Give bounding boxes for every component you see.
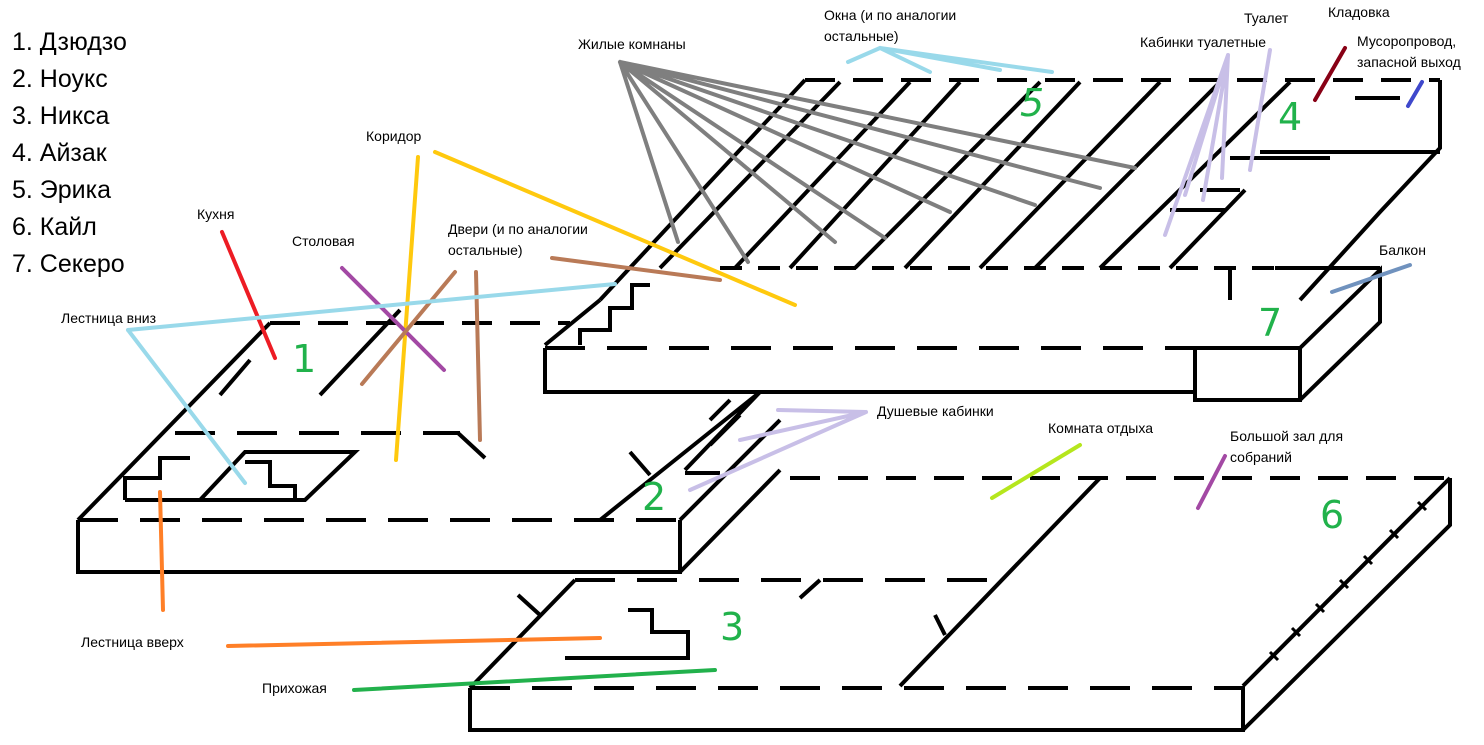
stairs-down-leader xyxy=(126,282,617,485)
label-shower-cabins: Душевые кабинки xyxy=(877,403,994,419)
bottom-floor-left-edge xyxy=(468,578,577,690)
shower-walls xyxy=(685,398,742,475)
label-lounge: Комната отдыха xyxy=(1048,420,1153,436)
bottom-floor-slab-front xyxy=(468,478,1452,732)
room-number-1: 1 xyxy=(292,337,316,381)
stairs-down-steps xyxy=(578,283,650,345)
label-doors: Двери (и по аналогии остальные) xyxy=(448,221,588,258)
middle-floor-left-edge xyxy=(76,321,272,522)
middle-floor-slab-front xyxy=(76,520,682,574)
bottom-floor-hall-inner xyxy=(898,476,1102,688)
living-rooms-leader xyxy=(618,60,1137,264)
top-floor-slab-box xyxy=(1193,346,1302,402)
stairs-up-lower xyxy=(565,608,690,660)
bottom-floor-hall-right xyxy=(1241,476,1452,688)
label-kitchen: Кухня xyxy=(197,206,235,222)
hallway-leader xyxy=(352,668,717,692)
chute-leader xyxy=(1406,80,1424,108)
balcony-leader xyxy=(1330,263,1412,294)
label-toilet: Туалет xyxy=(1244,10,1289,26)
label-living-rooms: Жилые комнаны xyxy=(578,36,686,52)
toilet-block xyxy=(1170,96,1440,300)
bottom-floor-doors xyxy=(516,578,947,636)
leader-lines xyxy=(126,45,1424,692)
room-number-6: 6 xyxy=(1320,493,1344,537)
kitchen-wall xyxy=(218,308,402,397)
middle-door xyxy=(456,431,652,477)
stairs-down-rail xyxy=(543,298,602,347)
label-stairs-up: Лестница вверх xyxy=(81,634,184,650)
label-big-hall: Большой зал для собраний xyxy=(1230,428,1344,465)
legend-item: 2. Ноукс xyxy=(12,65,108,93)
top-floor-slab-front xyxy=(543,348,1195,394)
label-garbage-chute: Мусоропровод, запасной выход xyxy=(1357,33,1461,70)
label-stairs-down: Лестница вниз xyxy=(61,310,157,326)
legend-item: 4. Айзак xyxy=(12,139,107,167)
legend-item: 5. Эрика xyxy=(12,176,112,204)
stairs-up-leader xyxy=(158,490,602,648)
middle-floor-right-edge xyxy=(598,390,762,522)
label-balcony: Балкон xyxy=(1379,242,1426,258)
middle-floor: 1 2 xyxy=(76,308,782,574)
legend-item: 1. Дзюдзо xyxy=(12,28,127,56)
label-windows: Окна (и по аналогии остальные) xyxy=(824,7,957,44)
toilet-leader xyxy=(1163,48,1272,237)
kitchen-leader xyxy=(220,230,277,360)
doors-leader xyxy=(360,256,722,442)
windows-leader xyxy=(846,45,1054,74)
room-number-2: 2 xyxy=(642,475,666,519)
label-hallway: Прихожая xyxy=(262,680,327,696)
resident-legend: 1. Дзюдзо 2. Ноукс 3. Никса 4. Айзак 5. … xyxy=(12,24,127,283)
stairs-up-block xyxy=(123,450,360,502)
lounge-leader xyxy=(990,443,1082,500)
room-number-4: 4 xyxy=(1278,95,1302,139)
room-number-5: 5 xyxy=(1020,81,1044,125)
corridor-leader xyxy=(394,150,797,462)
bottom-floor: 3 6 xyxy=(468,476,1452,732)
dining-leader xyxy=(340,266,446,372)
shower-leader xyxy=(688,408,868,492)
top-floor-slab-side xyxy=(1298,265,1382,402)
legend-item: 3. Никса xyxy=(12,102,110,130)
storage-leader xyxy=(1313,46,1347,102)
hall-ticks xyxy=(1268,500,1428,662)
top-floor-right-edge xyxy=(1298,80,1442,302)
label-dining-room: Столовая xyxy=(292,233,355,249)
room-number-3: 3 xyxy=(720,605,744,649)
big-hall-leader xyxy=(1196,454,1227,510)
label-toilet-cabins: Кабинки туалетные xyxy=(1140,34,1267,50)
label-storage: Кладовка xyxy=(1328,4,1390,20)
label-corridor: Коридор xyxy=(366,128,422,144)
legend-item: 6. Кайл xyxy=(12,213,97,241)
legend-item: 7. Секеро xyxy=(12,250,125,278)
room-number-7: 7 xyxy=(1258,301,1282,345)
